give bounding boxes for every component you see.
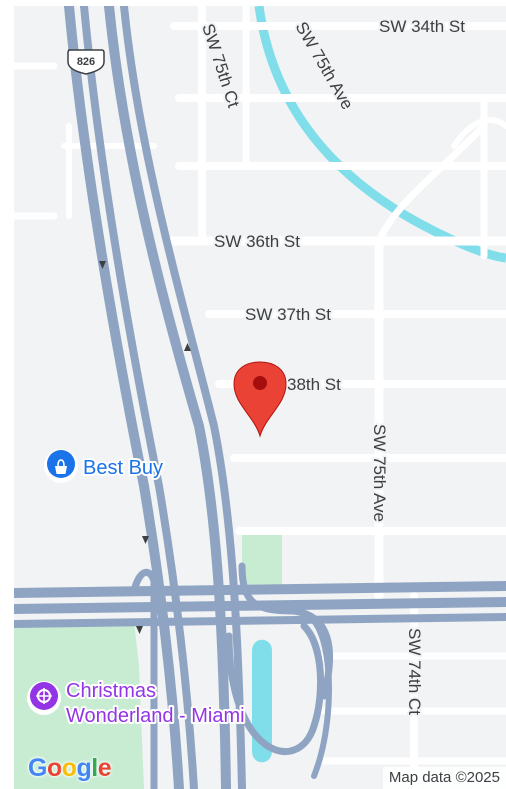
arrow-down-icon [142, 536, 149, 544]
arrow-down-icon [136, 626, 143, 634]
street-label-sw-75th-ave: SW 75th Ave [370, 424, 389, 522]
google-logo-letter: l [91, 754, 98, 782]
google-logo[interactable]: Google [28, 754, 112, 783]
google-logo-letter: e [97, 754, 112, 782]
poi-label-best-buy: Best Buy [83, 457, 163, 479]
map-canvas: 826 SW 34th St SW 75th Ct SW 75th Ave SW… [14, 6, 506, 789]
shopping-bag-icon [55, 466, 67, 474]
google-logo-letter: g [76, 754, 92, 782]
google-logo-letter: o [46, 754, 62, 782]
map-pin-icon [233, 361, 287, 438]
street-label-sw-36th-st: SW 36th St [214, 232, 300, 251]
highway-interchange [14, 6, 506, 789]
street-label-sw-74th-ct: SW 74th Ct [405, 628, 424, 715]
local-roads [14, 6, 506, 789]
arrow-down-icon [99, 261, 106, 269]
park-area-center [242, 531, 282, 586]
canal-water [254, 6, 506, 263]
map-attribution[interactable]: Map data ©2025 [382, 767, 506, 789]
poi-christmas-wonderland[interactable]: Christmas Wonderland - Miami [27, 678, 247, 729]
highway-shield-number: 826 [77, 56, 95, 68]
map-pin-center [253, 376, 267, 390]
map-view[interactable]: 826 SW 34th St SW 75th Ct SW 75th Ave SW… [14, 6, 506, 789]
google-logo-letter: G [28, 754, 47, 782]
park-area-left [14, 621, 144, 789]
google-logo-letter: o [61, 754, 77, 782]
poi-best-buy[interactable]: Best Buy [44, 449, 165, 483]
direction-arrows [99, 261, 191, 634]
poi-marker-best-buy [47, 450, 75, 478]
street-label-sw-34th-st: SW 34th St [379, 17, 465, 36]
highway-shield: 826 [67, 49, 105, 75]
location-marker[interactable] [233, 361, 287, 438]
poi-label-christmas-wonderland: Christmas Wonderland - Miami [66, 680, 245, 727]
highway-shield-icon [67, 49, 105, 75]
street-label-sw-37th-st: SW 37th St [245, 305, 331, 324]
street-label-sw-38th-st: 38th St [287, 375, 341, 394]
arrow-up-icon [184, 343, 191, 351]
